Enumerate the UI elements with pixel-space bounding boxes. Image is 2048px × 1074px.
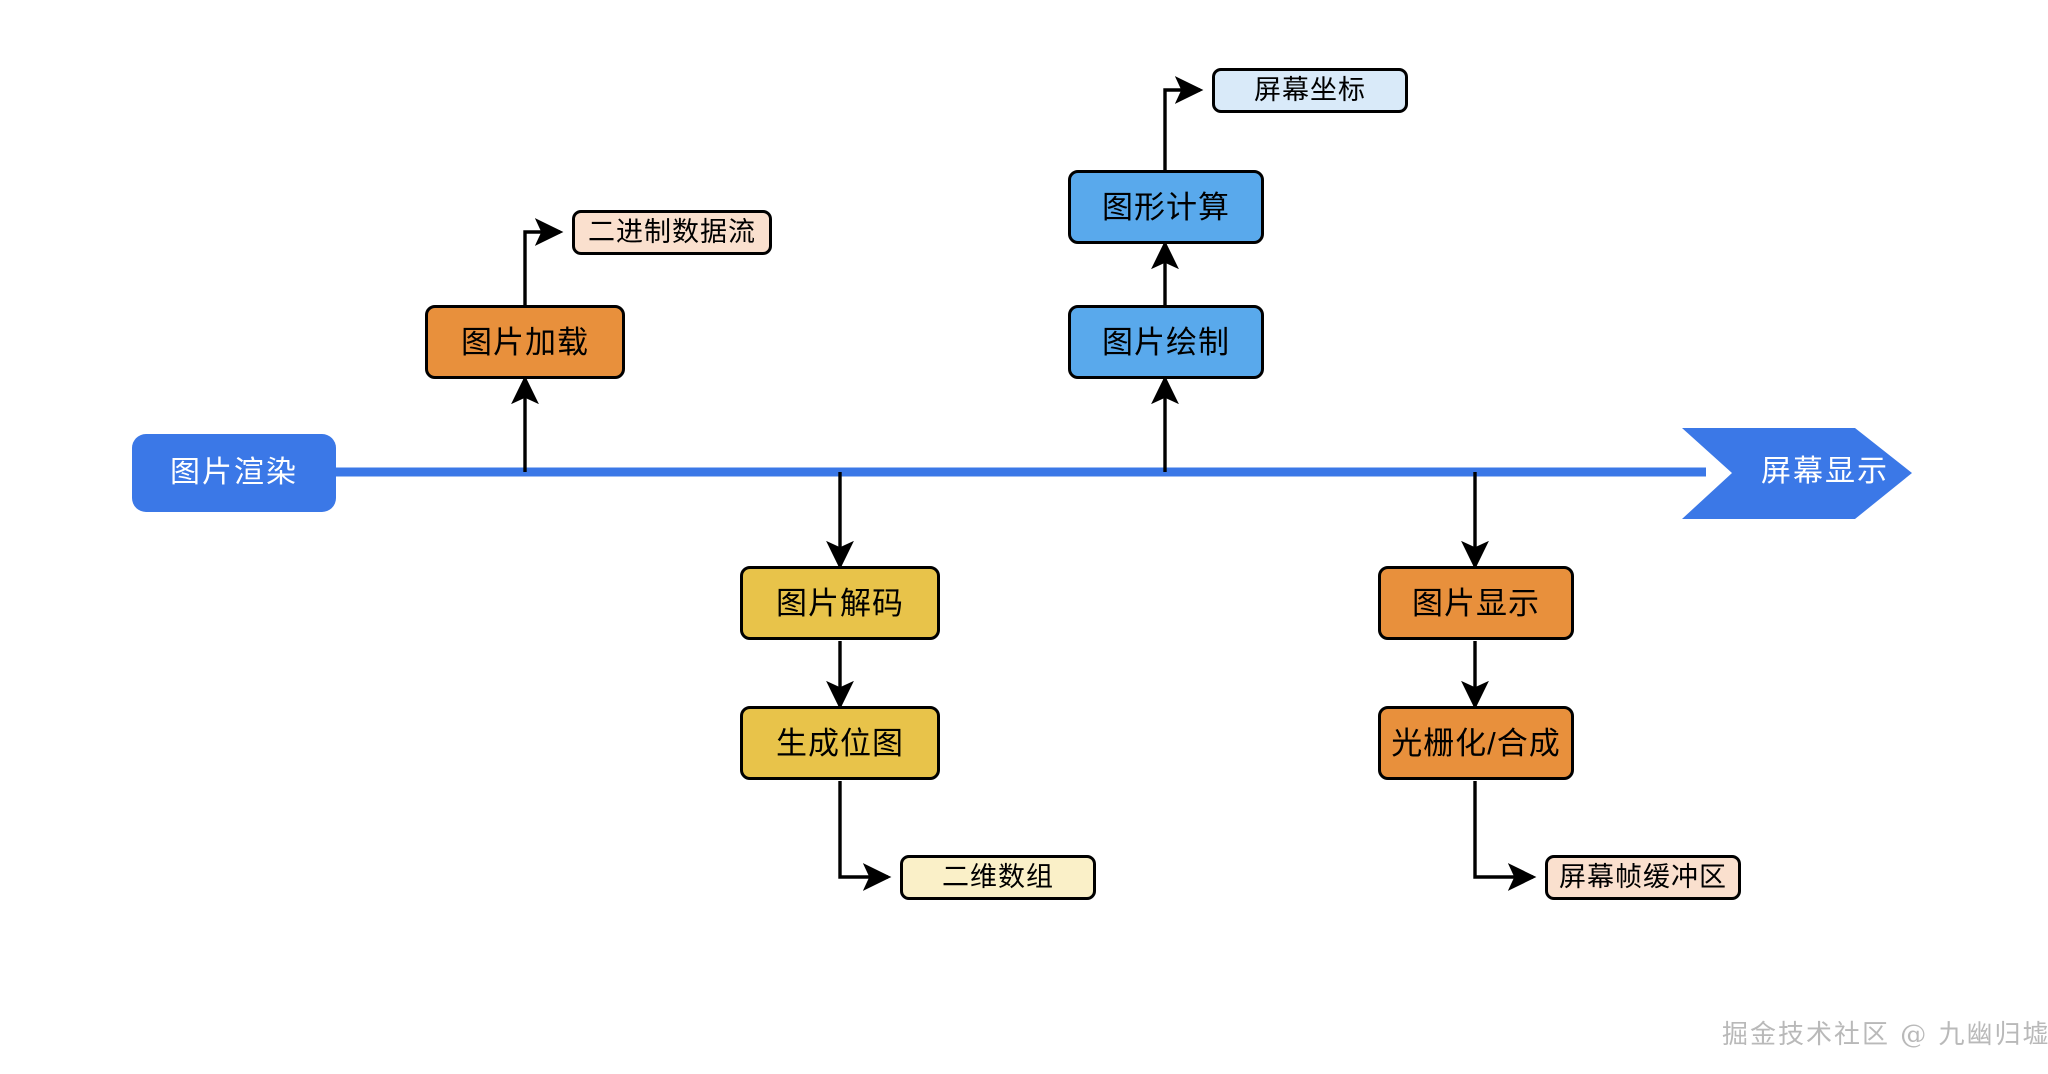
label-screen-coordinates[interactable]: 屏幕坐标 — [1212, 68, 1408, 113]
connector-raster-to-framebuffer — [1473, 781, 1537, 891]
node-generate-bitmap-label: 生成位图 — [776, 725, 904, 761]
node-image-load[interactable]: 图片加载 — [425, 305, 625, 379]
label-binary-data-stream-text: 二进制数据流 — [588, 217, 756, 247]
start-node-label: 图片渲染 — [170, 456, 298, 489]
label-binary-data-stream[interactable]: 二进制数据流 — [572, 210, 772, 255]
node-rasterize-composite-label: 光栅化/合成 — [1391, 725, 1561, 761]
label-screen-frame-buffer[interactable]: 屏幕帧缓冲区 — [1545, 855, 1741, 900]
label-screen-frame-buffer-text: 屏幕帧缓冲区 — [1559, 862, 1727, 892]
connector-load-to-binarystream — [523, 218, 564, 305]
start-node-image-render[interactable]: 图片渲染 — [132, 434, 336, 512]
node-image-draw[interactable]: 图片绘制 — [1068, 305, 1264, 379]
end-node-label: 屏幕显示 — [1761, 455, 1889, 488]
watermark: 掘金技术社区 @ 九幽归墟 — [1722, 1020, 2048, 1050]
node-graphics-compute-label: 图形计算 — [1102, 189, 1230, 225]
connector-compute-to-coords — [1163, 76, 1204, 170]
end-node-screen-display[interactable]: 屏幕显示 — [1732, 450, 1892, 494]
node-image-draw-label: 图片绘制 — [1102, 324, 1230, 360]
node-image-load-label: 图片加载 — [461, 324, 589, 360]
node-image-display-label: 图片显示 — [1412, 585, 1540, 621]
label-two-dimensional-array[interactable]: 二维数组 — [900, 855, 1096, 900]
node-graphics-compute[interactable]: 图形计算 — [1068, 170, 1264, 244]
label-two-dimensional-array-text: 二维数组 — [942, 862, 1054, 892]
node-image-display[interactable]: 图片显示 — [1378, 566, 1574, 640]
node-image-decode-label: 图片解码 — [776, 585, 904, 621]
connector-bitmap-to-array — [838, 781, 892, 891]
node-image-decode[interactable]: 图片解码 — [740, 566, 940, 640]
node-generate-bitmap[interactable]: 生成位图 — [740, 706, 940, 780]
node-rasterize-composite[interactable]: 光栅化/合成 — [1378, 706, 1574, 780]
label-screen-coordinates-text: 屏幕坐标 — [1254, 75, 1366, 105]
